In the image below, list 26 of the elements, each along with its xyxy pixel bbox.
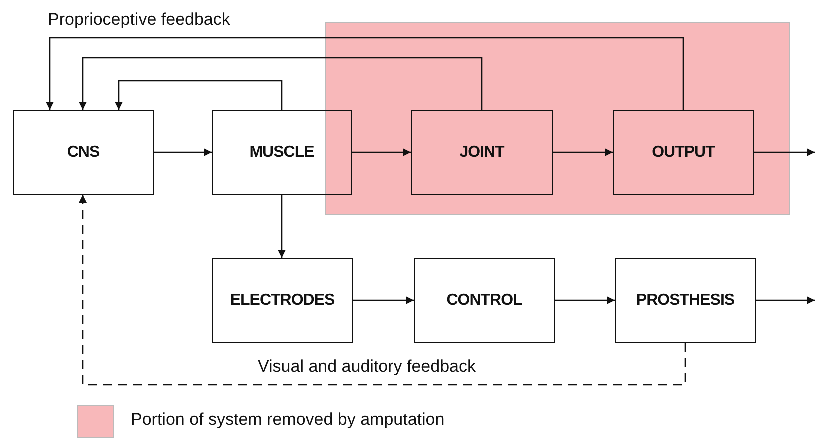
arrow [555, 296, 615, 304]
arrow [115, 80, 283, 110]
arrow [79, 195, 686, 386]
process-box [13, 110, 154, 195]
box-label: ELECTRODES [230, 292, 335, 310]
arrow [352, 148, 411, 156]
process-box [212, 258, 353, 343]
arrow [154, 148, 212, 156]
arrow [353, 296, 414, 304]
process-box [411, 110, 553, 195]
arrow [553, 148, 613, 156]
arrow [756, 296, 815, 304]
process-box [615, 258, 756, 343]
arrow [79, 57, 483, 110]
process-box [613, 110, 754, 195]
arrow [754, 148, 815, 156]
process-box [414, 258, 555, 343]
box-label: PROSTHESIS [636, 292, 735, 310]
process-box [212, 110, 352, 195]
box-label: JOINT [460, 144, 504, 162]
box-label: CONTROL [446, 292, 522, 310]
box-label: CNS [67, 144, 100, 162]
arrow [46, 37, 684, 110]
arrow [278, 195, 286, 258]
box-label: MUSCLE [250, 144, 314, 162]
box-label: OUTPUT [652, 144, 715, 162]
